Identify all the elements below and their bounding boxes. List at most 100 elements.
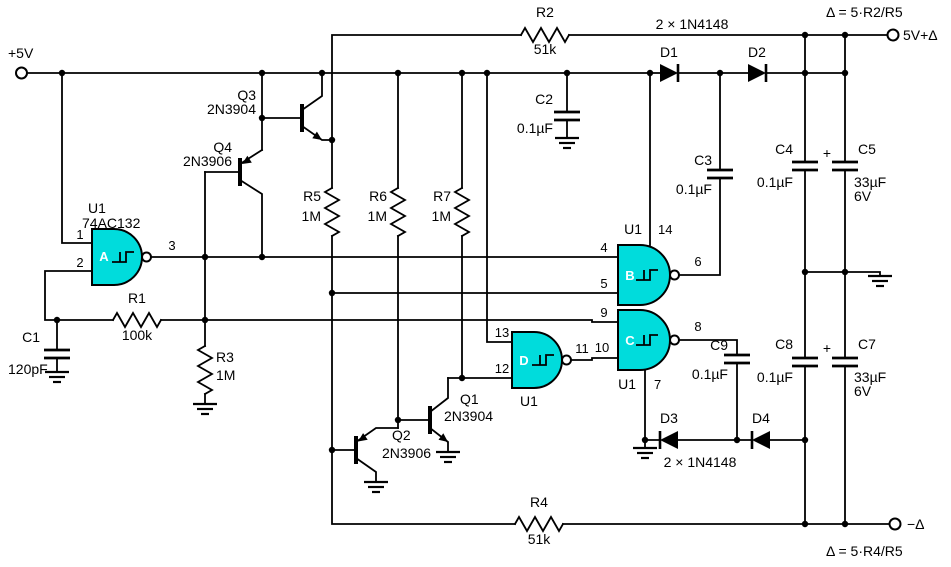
gate-b-pin5-label: 5 xyxy=(600,276,607,291)
r6-symbol xyxy=(389,186,407,238)
gate-b-bubble xyxy=(669,269,680,281)
r1-symbol xyxy=(111,311,163,329)
gate-b-pin4-label: 4 xyxy=(600,240,607,255)
resistor-r4: R4 51k xyxy=(513,494,565,547)
diode-pair-top-label: 2 × 1N4148 xyxy=(656,16,729,32)
diode-d3: D3 xyxy=(658,410,678,449)
r4-symbol xyxy=(513,515,565,533)
capacitor-c5: + C5 33µF 6V xyxy=(823,141,886,204)
gate-b-schmitt-icon xyxy=(636,269,658,281)
d2-symbol xyxy=(748,64,766,82)
q2-collector-wire xyxy=(354,456,377,483)
q2-ref: Q2 xyxy=(392,427,411,443)
d1-ref: D1 xyxy=(660,44,678,60)
q3-part: 2N3904 xyxy=(207,101,256,117)
capacitor-c8: C8 0.1µF xyxy=(757,336,818,385)
d2-ref: D2 xyxy=(748,44,766,60)
vcc-terminal xyxy=(15,66,28,80)
gate-b-pin6-label: 6 xyxy=(694,254,701,269)
junction-dots xyxy=(53,31,849,528)
diode-d4: D4 xyxy=(750,410,770,449)
q4-collector-wire xyxy=(238,178,263,258)
q2-part: 2N3906 xyxy=(382,445,431,461)
vneg-terminal xyxy=(888,517,902,531)
c8-value: 0.1µF xyxy=(757,369,793,385)
gate-d-output-wire xyxy=(570,357,619,361)
r7-symbol xyxy=(453,186,471,238)
vneg-label: −Δ xyxy=(907,516,925,532)
c5-rating: 6V xyxy=(854,188,872,204)
transistor-q1: Q1 2N3904 xyxy=(428,391,493,442)
q1-emitter-arrow xyxy=(438,433,448,442)
r1-value: 100k xyxy=(122,327,153,343)
gate-c-output-wire xyxy=(678,339,738,356)
c1-ref: C1 xyxy=(22,329,40,345)
capacitor-c3: C3 0.1µF xyxy=(676,152,733,197)
resistor-r1: R1 100k xyxy=(111,290,163,343)
resistor-r6: R6 1M xyxy=(368,186,407,238)
c7-rating: 6V xyxy=(854,383,872,399)
capacitor-c7: + C7 33µF 6V xyxy=(823,336,886,399)
transistor-q4: Q4 2N3906 xyxy=(183,139,252,186)
wires xyxy=(26,34,890,525)
capacitor-c2: C2 0.1µF xyxy=(517,91,580,136)
r2-left-to-r5 xyxy=(331,34,522,189)
q1-ref: Q1 xyxy=(460,391,479,407)
gate-a-pin2-wire xyxy=(44,270,114,321)
c5-polarity: + xyxy=(823,145,831,161)
c3-value: 0.1µF xyxy=(676,181,712,197)
d1-symbol xyxy=(660,64,678,82)
vpos-label: 5V+Δ xyxy=(903,27,938,43)
r5-value: 1M xyxy=(302,208,321,224)
gate-a-pin3-label: 3 xyxy=(168,238,175,253)
gate-b-letter: B xyxy=(625,268,634,283)
q4-emitter-arrow xyxy=(242,155,252,164)
c2-value: 0.1µF xyxy=(517,120,553,136)
gate-d-letter: D xyxy=(519,353,528,368)
gate-c-pin8-label: 8 xyxy=(694,319,701,334)
d3-ref: D3 xyxy=(660,410,678,426)
q3-emitter-arrow xyxy=(312,131,322,140)
gate-d-pin11-label: 11 xyxy=(575,341,589,356)
gate-a-schmitt-icon xyxy=(112,251,134,263)
ground-c2 xyxy=(555,136,579,150)
r2-ref: R2 xyxy=(536,4,554,20)
gate-d-schmitt-icon xyxy=(532,354,554,366)
r3-symbol xyxy=(196,344,214,396)
gate-d: D 13 12 11 U1 xyxy=(495,325,589,409)
c4-value: 0.1µF xyxy=(757,174,793,190)
c9-value: 0.1µF xyxy=(692,366,728,382)
gate-d-pin13-label: 13 xyxy=(495,325,509,340)
c9-ref: C9 xyxy=(710,337,728,353)
transistor-q2: Q2 2N3906 xyxy=(354,427,431,464)
r2-symbol xyxy=(519,26,571,44)
d4-ref: D4 xyxy=(752,410,770,426)
resistor-r5: R5 1M xyxy=(302,186,341,238)
diode-pair-bottom-label: 2 × 1N4148 xyxy=(664,454,737,470)
u1-part: 74AC132 xyxy=(82,215,141,231)
ground-c1 xyxy=(45,370,69,384)
c7-value: 33µF xyxy=(854,369,886,385)
gate-c-pin10-label: 10 xyxy=(595,340,609,355)
ground-q2 xyxy=(364,480,388,494)
formula-positive: Δ = 5·R2/R5 xyxy=(826,4,903,20)
gate-b-pin14-label: 14 xyxy=(658,222,672,237)
gate-b: B U1 14 4 5 6 xyxy=(600,221,702,306)
transistor-q3: Q3 2N3904 xyxy=(207,87,322,140)
c5-ref: C5 xyxy=(858,141,876,157)
gate-a: A U1 74AC132 1 2 3 xyxy=(76,200,176,286)
r3-value: 1M xyxy=(216,367,235,383)
ground-q1 xyxy=(436,450,460,464)
r6-value: 1M xyxy=(368,208,387,224)
vpos-terminal xyxy=(886,28,900,42)
gate-d-pin12-label: 12 xyxy=(495,361,509,376)
gate-c-u1-label: U1 xyxy=(618,376,636,392)
c1-value: 120pF xyxy=(8,361,48,377)
gate-a-bubble xyxy=(141,251,152,263)
d3-symbol xyxy=(660,431,678,449)
r2-value: 51k xyxy=(534,41,558,57)
c7-ref: C7 xyxy=(858,336,876,352)
c4-ref: C4 xyxy=(775,141,793,157)
